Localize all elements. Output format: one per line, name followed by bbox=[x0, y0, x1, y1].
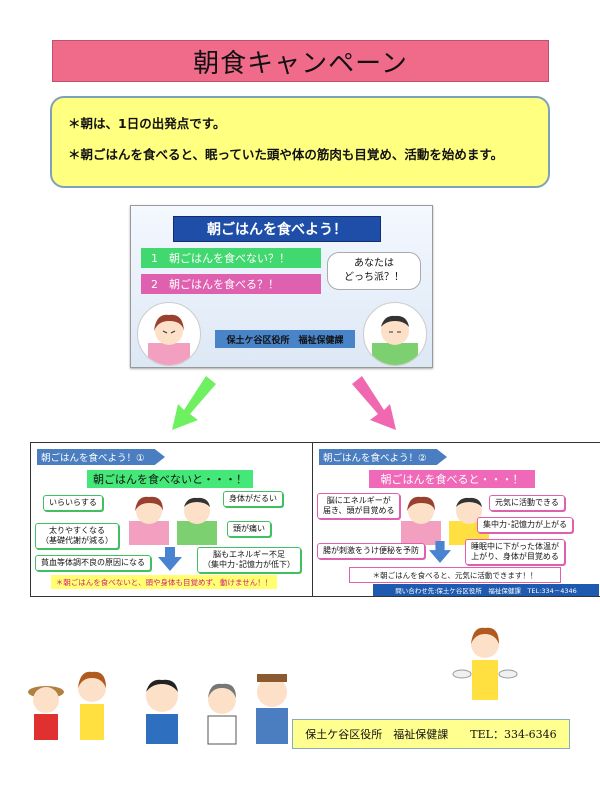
family-illustration bbox=[28, 671, 288, 745]
label-body-temp: 睡眠中に下がった体温が 上がり、身体が目覚める bbox=[465, 539, 565, 565]
label-focus: 集中力･記憶力が上がる bbox=[477, 517, 573, 533]
woman-with-breakfast-illustration bbox=[452, 627, 518, 700]
slide-heading: 朝ごはんを食べると・・・！ bbox=[369, 470, 535, 488]
label-tired: 身体がだるい bbox=[223, 491, 283, 507]
contact-box: 保土ケ谷区役所 福祉保健課 TEL：334-6346 bbox=[292, 719, 570, 749]
slide-tab: 朝ごはんを食べよう！① bbox=[37, 449, 165, 465]
main-slide: 朝ごはんを食べよう！ 1 朝ごはんを食べない？！ 2 朝ごはんを食べる？！ あな… bbox=[130, 205, 433, 368]
label-energetic: 元気に活動できる bbox=[489, 495, 565, 511]
down-arrow-icon bbox=[429, 541, 451, 563]
option-eat-breakfast: 2 朝ごはんを食べる？！ bbox=[141, 274, 321, 294]
intro-line-1: ＊朝は、1日の出発点です。 bbox=[68, 116, 226, 131]
slide-eat-breakfast: 朝ごはんを食べよう！② 朝ごはんを食べると・・・！ 脳にエネルギーが 届き、頭が… bbox=[312, 442, 600, 597]
pink-arrow-icon bbox=[352, 376, 396, 430]
slide-heading: 朝ごはんを食べないと・・・！ bbox=[87, 470, 253, 488]
slide-contact-bar: 問い合わせ先:保土ケ谷区役所 福祉保健課 TEL:334－4346 bbox=[373, 584, 599, 596]
slide-tab: 朝ごはんを食べよう！② bbox=[319, 449, 447, 465]
office-tag: 保土ケ谷区役所 福祉保健課 bbox=[215, 330, 355, 348]
label-weight-gain: 太りやすくなる （基礎代謝が減る） bbox=[35, 523, 119, 549]
tired-couple-illustration bbox=[129, 496, 217, 545]
tired-girl-illustration bbox=[137, 302, 201, 366]
tired-man-illustration bbox=[363, 302, 427, 366]
question-bubble: あなたは どっち派？！ bbox=[327, 252, 421, 290]
label-brain-awake: 脳にエネルギーが 届き、頭が目覚める bbox=[317, 493, 401, 519]
label-irritable: いらいらする bbox=[43, 495, 103, 511]
intro-line-2: ＊朝ごはんを食べると、眠っていた頭や体の筋肉も目覚め、活動を始めます。 bbox=[68, 147, 504, 162]
label-anemia: 貧血等体調不良の原因になる bbox=[35, 555, 151, 571]
page-title: 朝食キャンペーン bbox=[52, 40, 549, 82]
slide-footer: ＊朝ごはんを食べないと、頭や身体も目覚めず、動けません！！ bbox=[51, 575, 277, 589]
label-headache: 頭が痛い bbox=[227, 521, 271, 537]
option-skip-breakfast: 1 朝ごはんを食べない？！ bbox=[141, 248, 321, 268]
green-arrow-icon bbox=[172, 376, 216, 430]
label-gut: 腸が刺激をうけ便秘を予防 bbox=[317, 543, 425, 559]
down-arrow-icon bbox=[158, 547, 182, 571]
slide-footer: ＊朝ごはんを食べると、元気に活動できます！！ bbox=[349, 567, 561, 583]
slide-skip-breakfast: 朝ごはんを食べよう！① 朝ごはんを食べないと・・・！ いらいらする 太りやすくな… bbox=[30, 442, 320, 597]
intro-box: ＊朝は、1日の出発点です。 ＊朝ごはんを食べると、眠っていた頭や体の筋肉も目覚め… bbox=[50, 96, 550, 188]
label-brain-energy: 脳もエネルギー不足 （集中力･記憶力が低下） bbox=[197, 547, 301, 573]
main-slide-title: 朝ごはんを食べよう！ bbox=[173, 216, 381, 242]
